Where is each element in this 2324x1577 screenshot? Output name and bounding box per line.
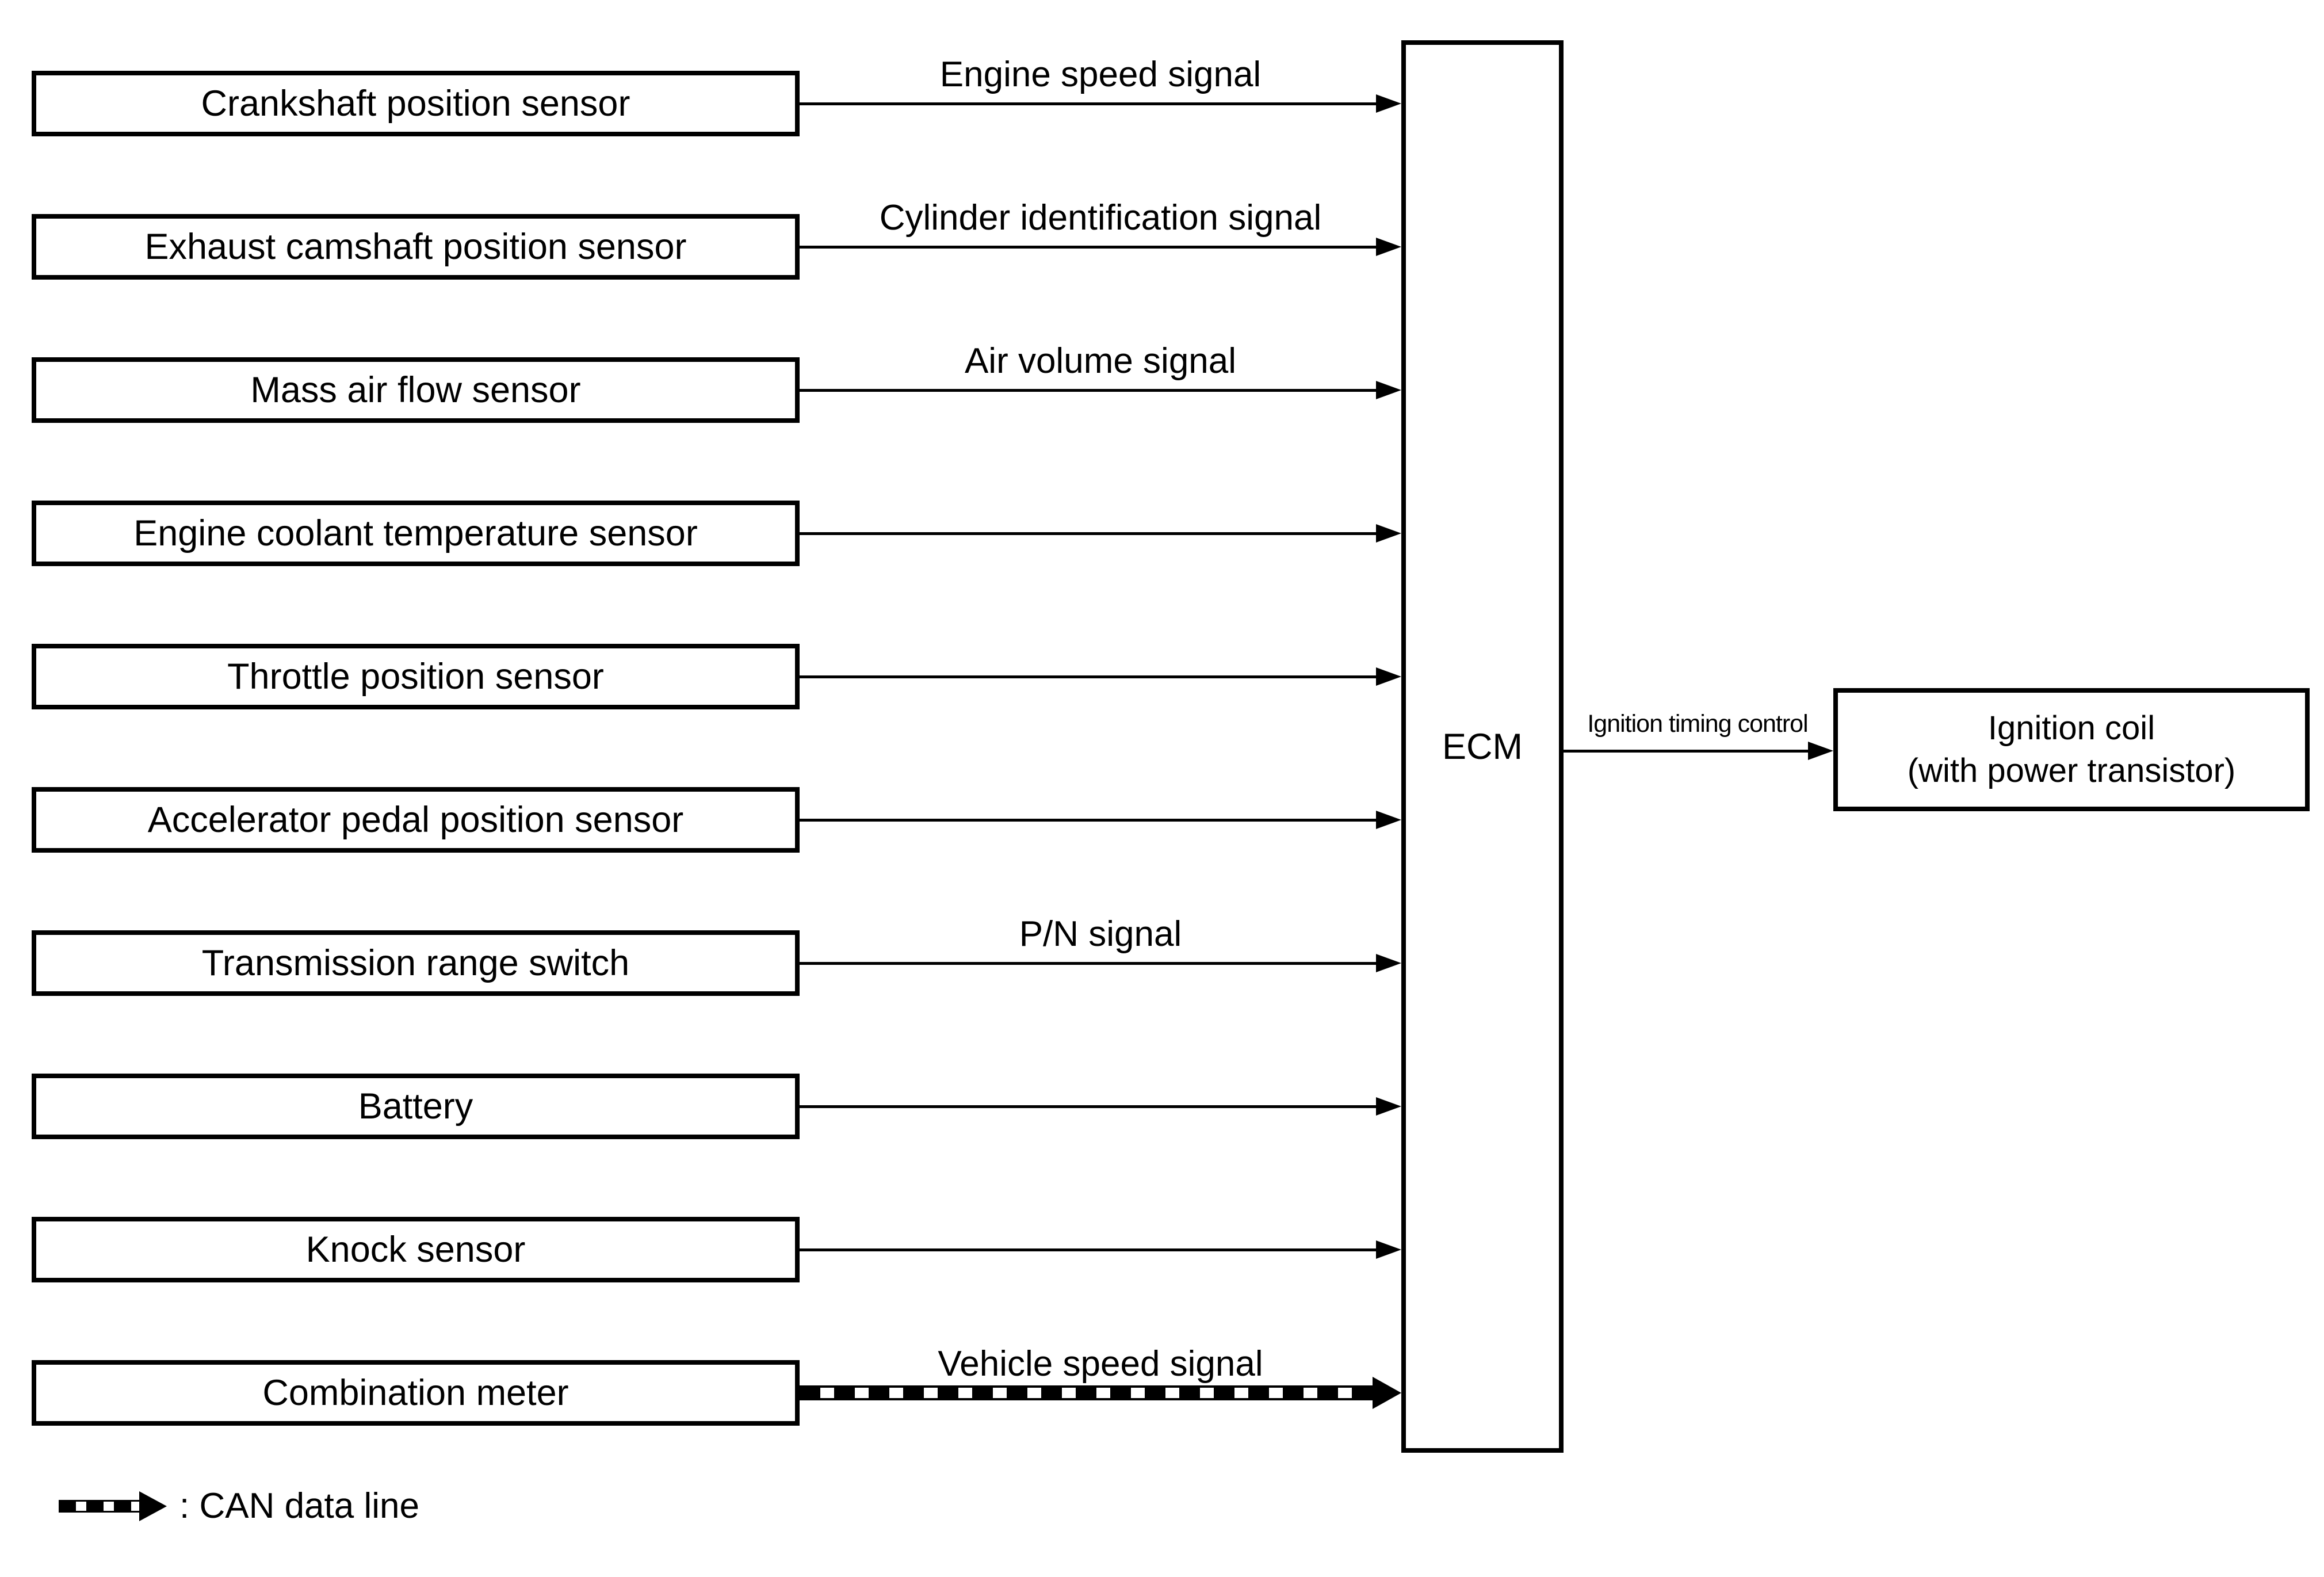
sensor-box-throttle-position: Throttle position sensor — [32, 644, 800, 709]
signal-arrowhead-icon — [1376, 94, 1401, 113]
legend-can-arrowhead-icon — [139, 1491, 167, 1521]
signal-arrowhead-icon — [1376, 524, 1401, 543]
ignition-coil-line1: Ignition coil — [1987, 709, 2155, 747]
signal-arrowhead-icon — [1376, 1240, 1401, 1259]
signal-arrowhead-icon — [1376, 811, 1401, 829]
signal-arrow-line — [800, 1248, 1376, 1251]
sensor-box-engine-coolant-temperature: Engine coolant temperature sensor — [32, 501, 800, 566]
signal-arrow-line — [800, 1105, 1376, 1108]
signal-arrow-line — [800, 819, 1376, 822]
ignition-arrowhead-icon — [1808, 742, 1833, 760]
sensor-box-combination-meter: Combination meter — [32, 1360, 800, 1426]
sensor-box-label: Accelerator pedal position sensor — [147, 800, 684, 840]
signal-label: Vehicle speed signal — [938, 1344, 1263, 1384]
signal-label: Cylinder identification signal — [879, 198, 1322, 238]
ignition-arrow-line — [1562, 750, 1808, 753]
ignition-timing-control-label: Ignition timing control — [1587, 710, 1808, 738]
sensor-box-label: Mass air flow sensor — [250, 370, 581, 410]
sensor-box-label: Crankshaft position sensor — [201, 83, 630, 124]
can-data-line — [800, 1385, 1373, 1400]
ignition-coil-line2: (with power transistor) — [1907, 752, 2236, 789]
sensor-box-exhaust-camshaft-position: Exhaust camshaft position sensor — [32, 214, 800, 280]
signal-arrowhead-icon — [1376, 381, 1401, 399]
signal-label: Engine speed signal — [939, 55, 1262, 94]
signal-label: Air volume signal — [964, 341, 1237, 381]
sensor-box-battery: Battery — [32, 1074, 800, 1139]
signal-arrowhead-icon — [1376, 1097, 1401, 1116]
can-arrowhead-icon — [1373, 1377, 1401, 1409]
sensor-box-label: Battery — [358, 1086, 473, 1127]
sensor-box-label: Engine coolant temperature sensor — [133, 513, 698, 553]
sensor-box-label: Knock sensor — [305, 1229, 526, 1270]
sensor-box-accelerator-pedal-position: Accelerator pedal position sensor — [32, 787, 800, 853]
signal-arrow-line — [800, 675, 1376, 678]
ecm-box: ECM — [1401, 40, 1564, 1453]
sensor-box-mass-air-flow: Mass air flow sensor — [32, 357, 800, 423]
signal-arrow-line — [800, 389, 1376, 392]
signal-label: P/N signal — [1019, 914, 1182, 954]
signal-arrowhead-icon — [1376, 954, 1401, 972]
sensor-box-transmission-range-switch: Transmission range switch — [32, 930, 800, 996]
legend-label: : CAN data line — [179, 1486, 419, 1526]
signal-arrow-line — [800, 246, 1376, 249]
ignition-coil-box: Ignition coil (with power transistor) — [1833, 688, 2310, 811]
sensor-box-crankshaft-position: Crankshaft position sensor — [32, 71, 800, 136]
signal-arrow-line — [800, 962, 1376, 965]
signal-arrow-line — [800, 532, 1376, 535]
ecm-label: ECM — [1442, 726, 1523, 767]
sensor-box-label: Exhaust camshaft position sensor — [144, 227, 687, 267]
sensor-box-label: Throttle position sensor — [227, 656, 604, 697]
signal-arrow-line — [800, 102, 1376, 105]
legend-can-line-sample — [59, 1500, 139, 1513]
signal-arrowhead-icon — [1376, 238, 1401, 256]
signal-arrowhead-icon — [1376, 667, 1401, 686]
sensor-box-label: Transmission range switch — [201, 943, 630, 983]
sensor-box-label: Combination meter — [262, 1373, 569, 1413]
sensor-box-knock: Knock sensor — [32, 1217, 800, 1282]
